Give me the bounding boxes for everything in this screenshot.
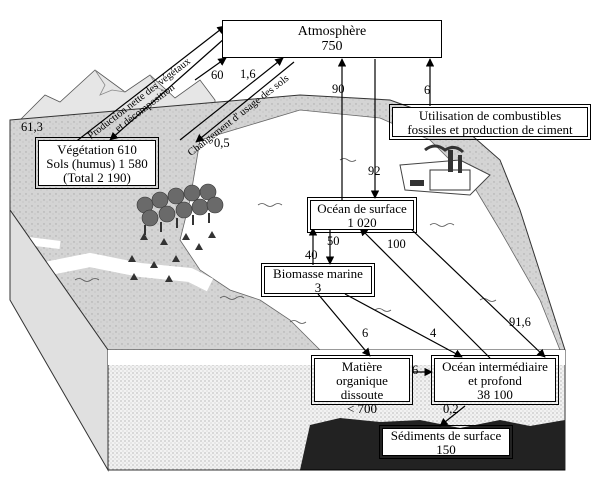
node-dissolved-organic: Matière organique dissoute < 700 (311, 355, 413, 416)
flow-deep-to-surf: 100 (387, 237, 406, 251)
flow-dom-to-deep: 6 (412, 363, 419, 377)
node-sediments: Sédiments de surface 150 (379, 425, 513, 459)
surface-ocean-value: 1 020 (347, 215, 377, 230)
fuels-line2: fossiles et production de ciment (407, 122, 573, 137)
arrow-land-atm-left (64, 25, 226, 151)
vegetation-line2: Sols (humus) 1 580 (46, 156, 148, 171)
marine-biomass-name: Biomasse marine (273, 266, 363, 281)
deep-ocean-line2: et profond (468, 373, 522, 388)
arrow-bio-dom (317, 293, 371, 357)
flow-land-atm-left: 61,3 (21, 120, 43, 134)
flow-surf-to-bio: 40 (305, 248, 318, 262)
dom-line2: dissoute (340, 387, 384, 402)
arrow-atm-land (109, 37, 226, 141)
arrow-bio-deep (344, 293, 463, 358)
node-atmosphere: Atmosphère 750 (222, 20, 442, 58)
flow-landuse: 1,6 (240, 67, 256, 81)
arrow-landuse-up (179, 57, 284, 141)
flow-bio-to-dom: 6 (362, 326, 369, 340)
node-surface-ocean: Océan de surface 1 020 (307, 197, 417, 233)
vegetation-line1: Végétation 610 (57, 142, 137, 157)
flow-atm-to-ocean: 92 (368, 164, 381, 178)
arrow-deep-sed (439, 405, 466, 427)
node-deep-ocean: Océan intermédiaire et profond 38 100 (431, 355, 559, 405)
flow-ocean-to-atm: 90 (332, 82, 345, 96)
flow-land-atm-mid: 60 (211, 68, 224, 82)
flow-deep-to-sed: 0,2 (443, 402, 459, 416)
flow-bio-to-deep: 4 (430, 326, 437, 340)
deep-ocean-line3: 38 100 (477, 387, 513, 402)
dom-line1: Matière organique (336, 359, 388, 388)
node-marine-biomass: Biomasse marine 3 (261, 263, 375, 297)
marine-biomass-value: 3 (314, 280, 322, 295)
atmosphere-name: Atmosphère (297, 24, 367, 39)
dom-line3: < 700 (346, 401, 378, 416)
sediments-value: 150 (436, 442, 456, 457)
flow-bio-to-surf: 50 (327, 234, 340, 248)
sediments-name: Sédiments de surface (390, 428, 502, 443)
atmosphere-value: 750 (321, 39, 343, 54)
arrow-deep-surf (359, 227, 491, 359)
node-fossil-fuels: Utilisation de combustibles fossiles et … (389, 104, 591, 140)
node-vegetation: Végétation 610 Sols (humus) 1 580 (Total… (35, 137, 159, 189)
fuels-line1: Utilisation de combustibles (418, 108, 562, 123)
arrow-landuse-down (195, 61, 295, 143)
arrow-surf-deep (409, 227, 546, 358)
deep-ocean-line1: Océan intermédiaire (442, 359, 548, 374)
flow-surf-to-deep: 91,6 (509, 315, 531, 329)
arrow-land-atm-mid (194, 57, 227, 81)
vegetation-line3: (Total 2 190) (63, 170, 131, 185)
flow-fuel: 6 (424, 83, 431, 97)
surface-ocean-name: Océan de surface (317, 201, 407, 216)
flow-landuse-small: 0,5 (214, 136, 230, 150)
